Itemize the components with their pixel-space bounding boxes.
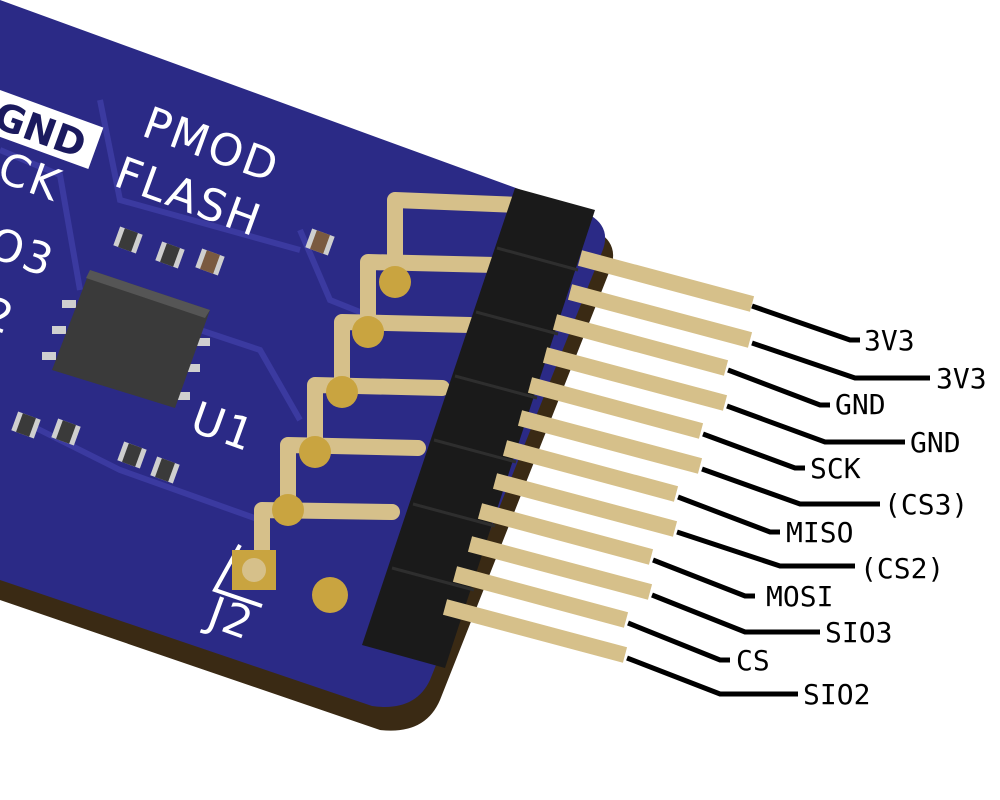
header-body <box>362 188 595 668</box>
pin-label-upper-5: CS <box>736 644 770 677</box>
pin-label-upper-2: SCK <box>810 452 861 485</box>
pin-label-lower-1: GND <box>910 426 961 459</box>
header-segments <box>391 246 579 592</box>
header-pins-straight <box>442 250 755 663</box>
chip-u1-leads <box>42 300 210 400</box>
pin-label-lower-3: (CS2) <box>860 552 944 585</box>
gnd-label-box <box>0 90 104 169</box>
callout-lines <box>626 303 930 697</box>
j2-outline <box>212 544 263 608</box>
pin-label-lower-2: (CS3) <box>884 488 968 521</box>
pin-label-lower-4: SIO3 <box>825 616 892 649</box>
chip-u1 <box>42 270 210 408</box>
pin-label-lower-5: SIO2 <box>803 678 870 711</box>
pin-label-upper-0: 3V3 <box>864 324 915 357</box>
pin-label-lower-0: 3V3 <box>936 362 987 395</box>
smd-components <box>11 226 335 484</box>
pin-label-upper-1: GND <box>835 388 886 421</box>
pin-label-upper-3: MISO <box>786 516 853 549</box>
pin-label-upper-4: MOSI <box>766 580 833 613</box>
pads <box>232 266 411 613</box>
header-pins-bent <box>254 192 528 578</box>
pin-labels: 3V3 3V3 GND GND SCK (CS3) MISO (CS2) MOS… <box>736 324 987 711</box>
